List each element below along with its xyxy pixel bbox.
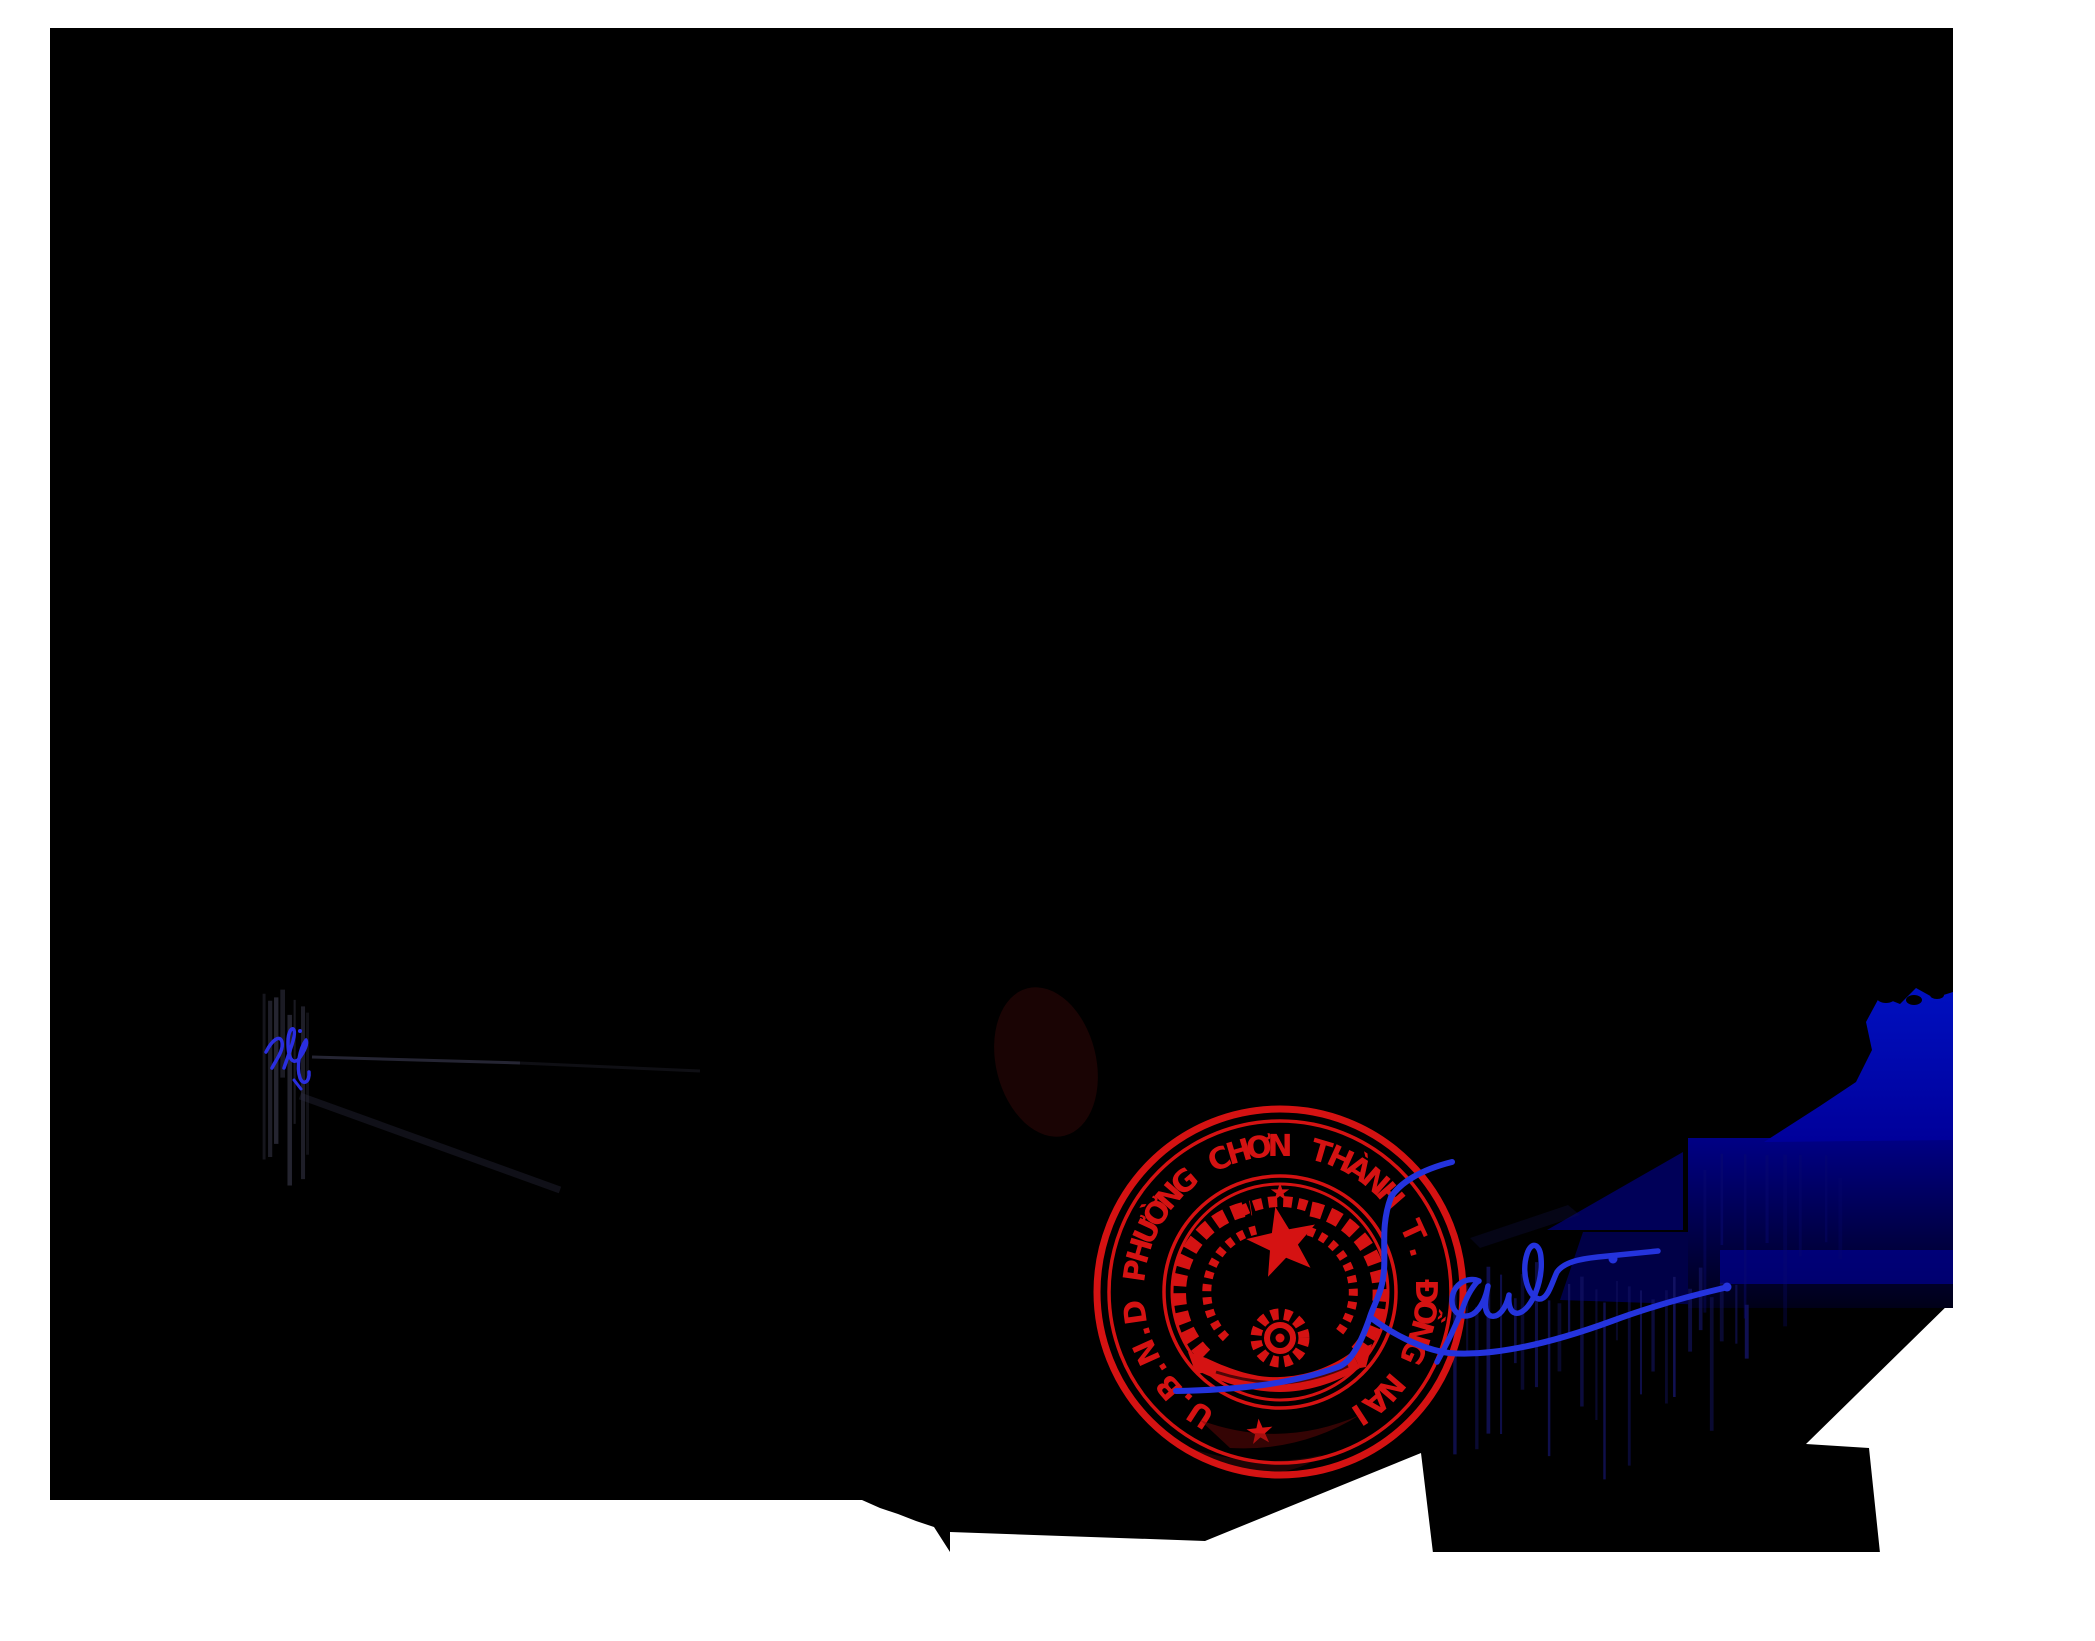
initial-squiggle <box>264 1027 311 1084</box>
svg-text:P: P <box>1117 1257 1155 1284</box>
signature-underline-stroke <box>1173 1285 1727 1394</box>
stamp-ghost-artifact <box>994 987 1098 1137</box>
emblem-banner <box>1200 1352 1360 1392</box>
signature-pen-dot <box>1608 1254 1618 1264</box>
stamp-bottom-star: ★ <box>1243 1411 1277 1454</box>
signature-ink <box>1173 1159 1732 1394</box>
blob-edge-dot <box>1906 995 1922 1005</box>
initial-dot <box>298 1029 302 1033</box>
banner-tail-left <box>1188 1352 1206 1374</box>
faint-line-artifact <box>519 1061 701 1073</box>
signature-flourish <box>1434 1242 1661 1365</box>
wreath-right-inner <box>1306 1226 1358 1340</box>
navy-hatch-artifact <box>1470 1205 1580 1248</box>
svg-text:Ơ: Ơ <box>1244 1129 1275 1167</box>
blob-edge-dot <box>1877 993 1895 1003</box>
cog-teeth <box>1250 1308 1310 1368</box>
scan-black-region <box>50 28 1953 1552</box>
faint-diagonal-artifact <box>298 1092 562 1194</box>
signature-vertical-stroke <box>1367 1159 1455 1320</box>
wreath-top-grain <box>1237 1196 1325 1218</box>
national-emblem <box>1171 1196 1388 1449</box>
faint-line-artifact <box>311 1055 521 1065</box>
wreath-left <box>1171 1200 1253 1361</box>
svg-text:D: D <box>1117 1297 1155 1327</box>
blue-patch-artifact <box>1764 988 1953 1142</box>
wreath-left-inner <box>1202 1225 1258 1342</box>
cog-rim <box>1264 1322 1296 1354</box>
wreath-right <box>1309 1201 1388 1358</box>
stamp-middle-inner-circle <box>1170 1182 1390 1402</box>
cog-hub <box>1275 1333 1285 1343</box>
initial-signature-mark <box>264 1027 311 1091</box>
stamp-lower-smear <box>1200 1415 1360 1449</box>
navy-artifact-1 <box>1547 1152 1683 1230</box>
initial-tick <box>292 1078 303 1091</box>
stamp-outer-circle <box>1093 1105 1467 1479</box>
blob-edge-dot <box>1930 991 1944 999</box>
svg-text:N: N <box>1267 1129 1292 1164</box>
emblem-star-icon <box>1246 1206 1315 1277</box>
navy-bright-strip <box>1720 1250 1953 1284</box>
stamp-middle-circle <box>1162 1174 1398 1410</box>
ink-streak-artifacts <box>262 989 1843 1480</box>
bottom-left-wedge <box>950 1453 1433 1553</box>
bottom-right-wedge <box>1806 1298 1955 1553</box>
signature-pen-dot <box>1722 1282 1732 1292</box>
svg-text:Đ: Đ <box>1408 1279 1443 1304</box>
